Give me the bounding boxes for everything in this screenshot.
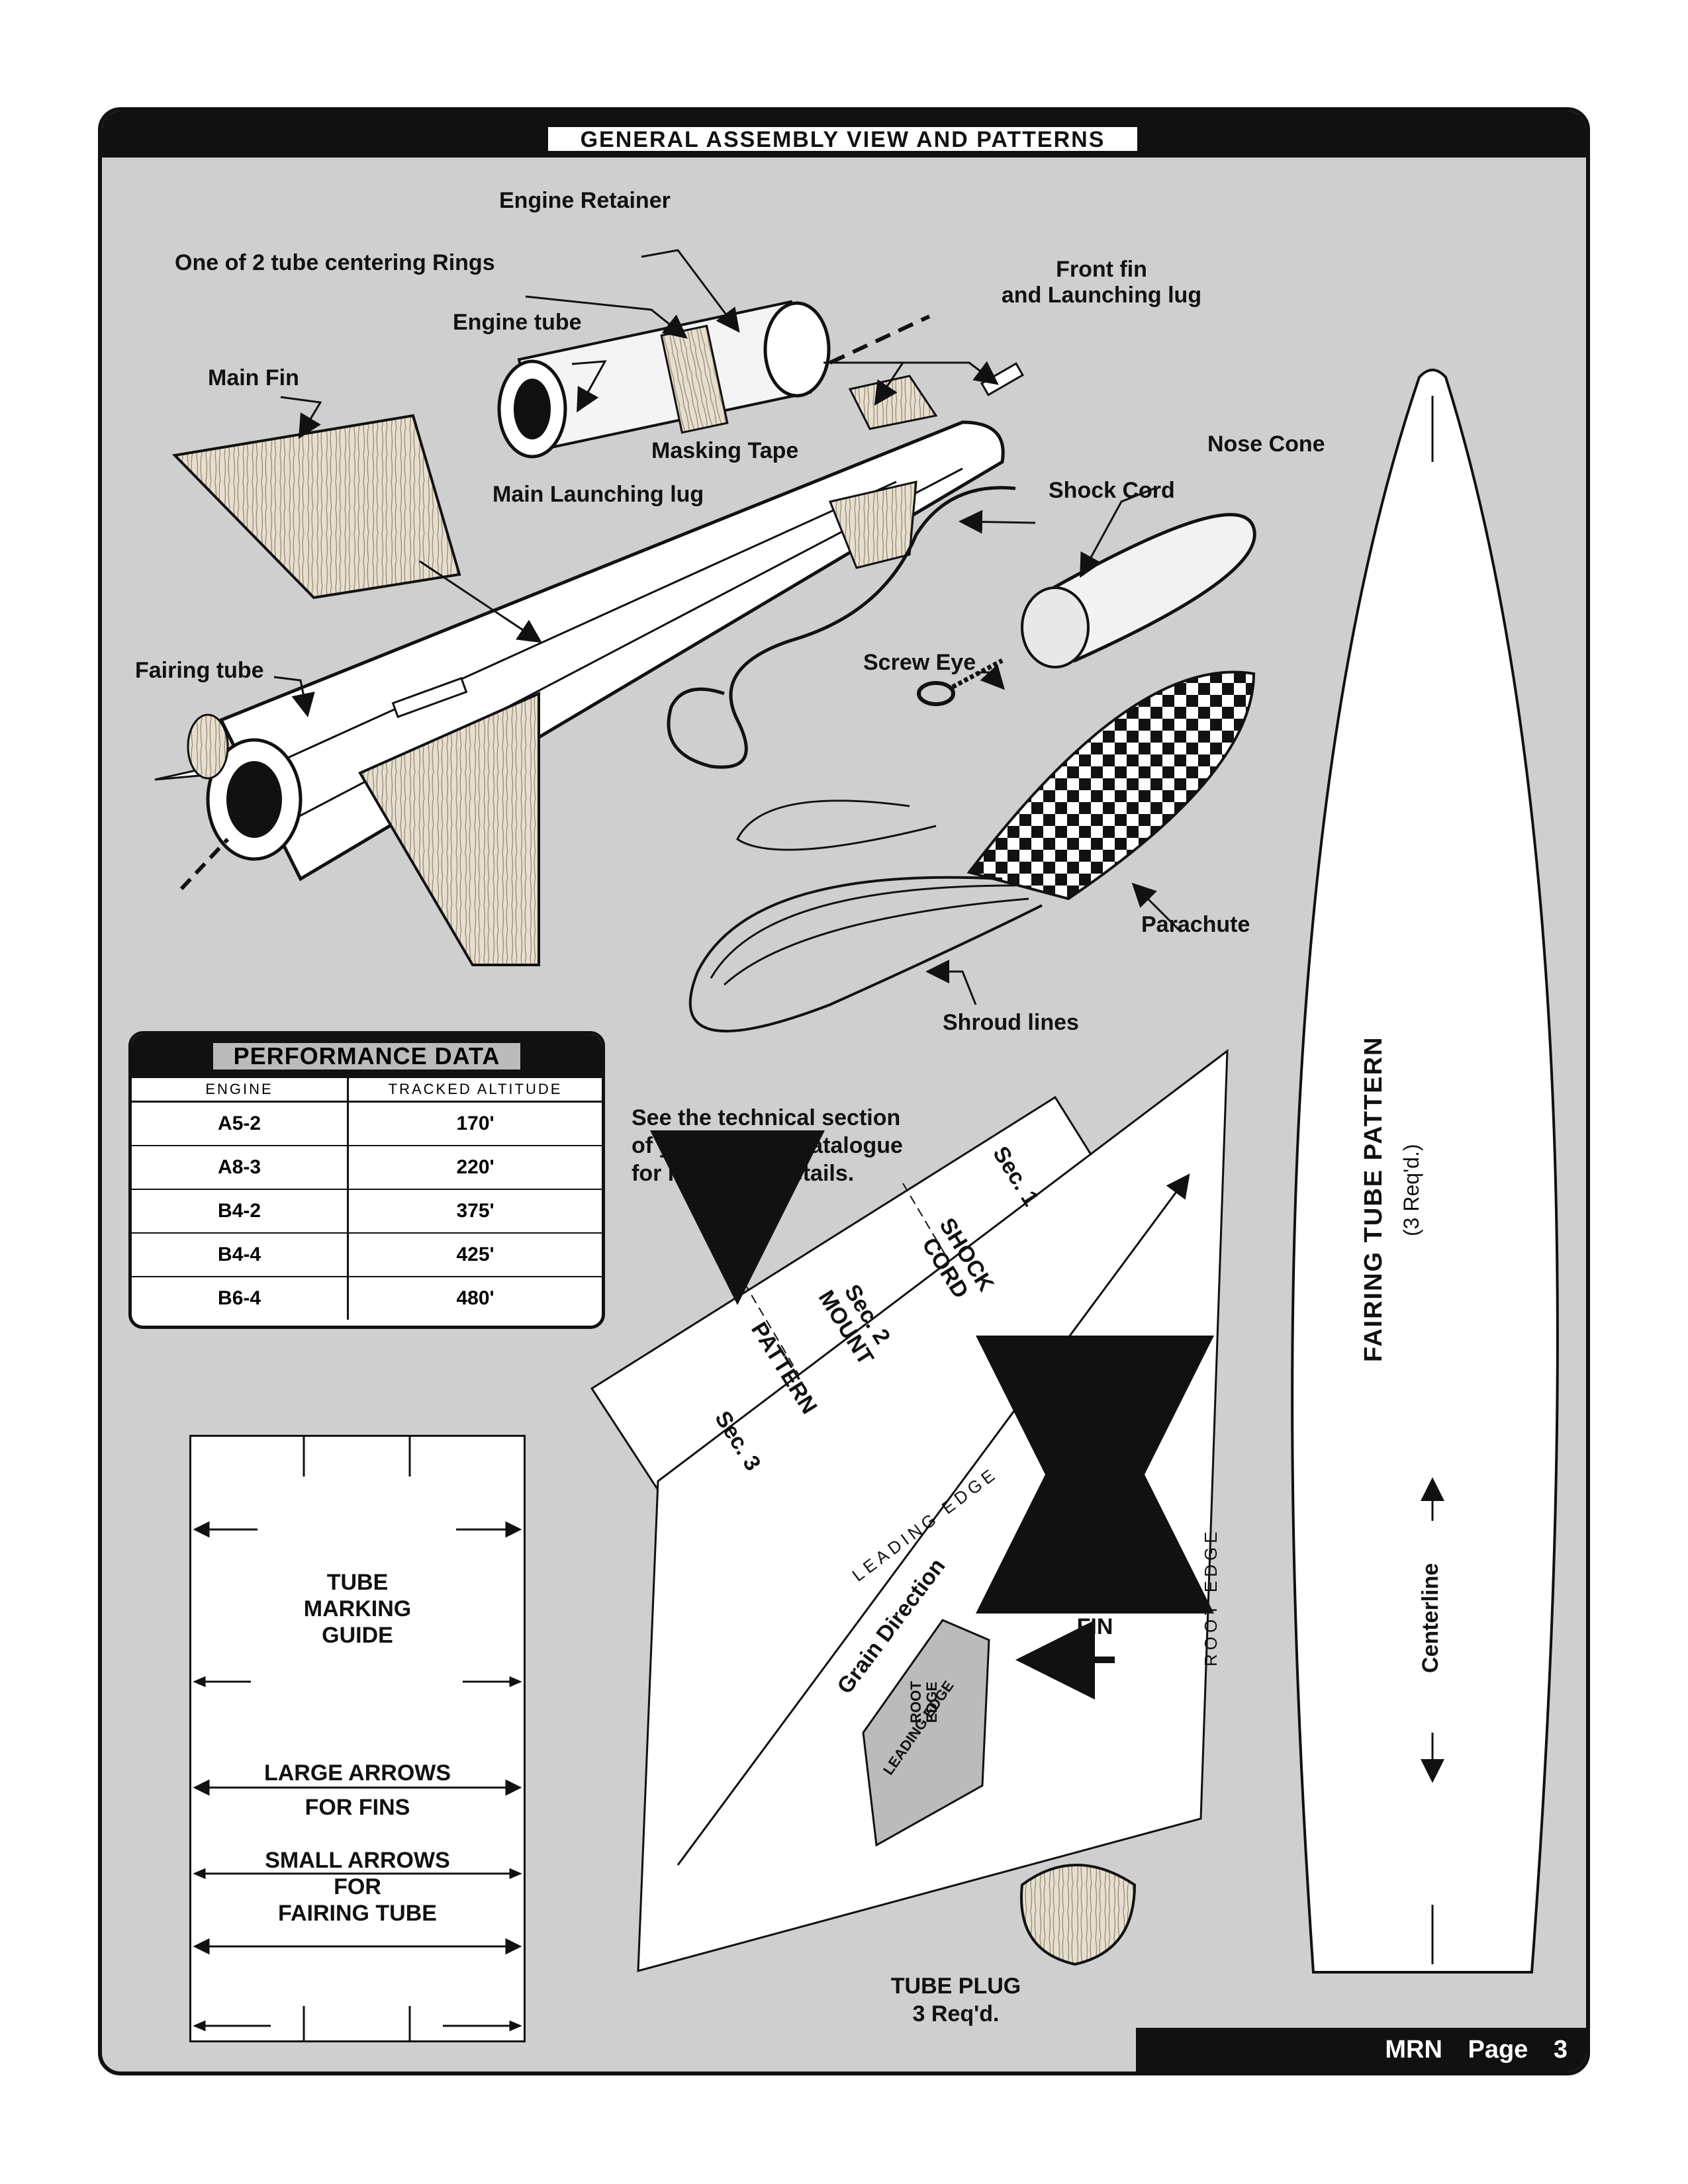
small-fin-root-line1: ROOT xyxy=(907,1681,924,1723)
leader-lines xyxy=(273,249,1182,1005)
performance-data-title: PERFORMANCE DATA xyxy=(211,1041,522,1071)
footer-bar: MRN Page 3 xyxy=(1136,2028,1586,2071)
label-main-launching-lug: Main Launching lug xyxy=(492,482,704,507)
parachute-part xyxy=(688,670,1256,1032)
shock-cord-part xyxy=(667,486,1016,769)
engine-cell: A8-3 xyxy=(132,1145,350,1189)
small-arrows-line1: SMALL ARROWS xyxy=(265,1848,450,1873)
tube-marking-guide: TUBE MARKING GUIDE LARGE ARROWS FOR FINS… xyxy=(189,1435,526,2042)
performance-data-header: PERFORMANCE DATA xyxy=(132,1034,602,1078)
label-engine-retainer: Engine Retainer xyxy=(499,188,671,213)
label-screw-eye: Screw Eye xyxy=(863,650,976,675)
main-fin-pattern xyxy=(637,1048,1229,1972)
for-fins-text: FOR FINS xyxy=(305,1795,410,1820)
fin-req-label: 3 Req'd. xyxy=(1051,1501,1139,1526)
altitude-cell: 375' xyxy=(348,1189,602,1233)
marking-guide-title: TUBE MARKING GUIDE xyxy=(191,1569,524,1649)
small-fin-root-line2: EDGE xyxy=(923,1681,940,1723)
label-fairing-tube: Fairing tube xyxy=(135,658,264,683)
label-centering-rings: One of 2 tube centering Rings xyxy=(175,250,495,275)
altitude-cell: 220' xyxy=(348,1145,602,1189)
main-fin-part xyxy=(171,414,461,600)
label-shroud-lines: Shroud lines xyxy=(943,1010,1079,1035)
marking-guide-line2: MARKING xyxy=(303,1596,412,1621)
footer-page: Page 3 xyxy=(1468,2036,1568,2064)
label-shock-cord: Shock Cord xyxy=(1049,478,1175,503)
marking-guide-arrows xyxy=(193,1437,522,2040)
label-front-fin-line1: Front fin xyxy=(1056,257,1147,282)
label-front-fin: Front fin and Launching lug xyxy=(956,257,1247,308)
column-tracked-altitude: TRACKED ALTITUDE xyxy=(348,1078,602,1103)
altitude-cell: 170' xyxy=(348,1101,602,1146)
altitude-cell: 480' xyxy=(348,1276,602,1320)
fairing-centerline: Centerline xyxy=(1418,1563,1443,1673)
table-row: B6-4 480' xyxy=(132,1276,602,1320)
small-arrows-text: SMALL ARROWS FOR FAIRING TUBE xyxy=(191,1847,524,1927)
label-front-fin-line2: and Launching lug xyxy=(1001,283,1202,308)
page-frame: GENERAL ASSEMBLY VIEW AND PATTERNS xyxy=(98,107,1590,2075)
assembly-illustration xyxy=(154,249,1559,1974)
fin-forward-fin-label: FORWARD FIN xyxy=(1015,1587,1174,1640)
front-fin-part xyxy=(848,375,938,430)
fairing-pattern-title: FAIRING TUBE PATTERN xyxy=(1360,1036,1387,1362)
engine-cell: B4-4 xyxy=(132,1232,350,1277)
tube-plug-part xyxy=(1020,1864,1137,1966)
header-bar: GENERAL ASSEMBLY VIEW AND PATTERNS xyxy=(102,111,1586,158)
mounting-note-line3: for mounting details. xyxy=(632,1161,855,1186)
nose-cone-part xyxy=(1021,513,1256,668)
label-nose-cone: Nose Cone xyxy=(1207,432,1325,457)
mounting-note-line2: of your current catalogue xyxy=(632,1133,903,1158)
small-arrows-line3: FAIRING TUBE xyxy=(278,1901,437,1926)
mounting-note: See the technical section of your curren… xyxy=(632,1104,903,1187)
performance-data-table: PERFORMANCE DATA ENGINE TRACKED ALTITUDE… xyxy=(128,1031,605,1329)
large-arrows-text: LARGE ARROWS xyxy=(263,1760,451,1786)
tube-plug-label: TUBE PLUG 3 Req'd. xyxy=(850,1972,1062,2028)
marking-guide-line1: TUBE xyxy=(326,1570,389,1595)
fairing-tube-pattern xyxy=(1291,369,1559,1974)
altitude-cell: 425' xyxy=(348,1232,602,1277)
fin-forward-line2: FIN xyxy=(1076,1614,1113,1639)
tube-plug-line1: TUBE PLUG xyxy=(890,1974,1021,1999)
tube-plug-line2: 3 Req'd. xyxy=(912,2001,1000,2026)
mounting-note-line1: See the technical section xyxy=(632,1105,901,1130)
small-fin-root-edge: ROOT EDGE xyxy=(908,1681,940,1723)
label-parachute: Parachute xyxy=(1141,912,1250,937)
engine-cell: A5-2 xyxy=(132,1101,350,1146)
rocket-body-part xyxy=(154,314,1005,966)
table-row: A8-3 220' xyxy=(132,1145,602,1189)
engine-cell: B6-4 xyxy=(132,1276,350,1320)
label-engine-tube: Engine tube xyxy=(453,310,582,335)
fin-forward-line1: FORWARD xyxy=(1037,1588,1153,1613)
fin-main-fin-label: MAIN FIN xyxy=(1045,1441,1145,1467)
engine-cell: B4-2 xyxy=(132,1189,350,1233)
column-engine: ENGINE xyxy=(132,1078,350,1103)
table-row: A5-2 170' xyxy=(132,1101,602,1146)
engine-tube-part xyxy=(497,300,831,459)
small-arrows-line2: FOR xyxy=(334,1874,381,1899)
front-lug-part xyxy=(980,362,1025,396)
marking-guide-line3: GUIDE xyxy=(322,1623,393,1648)
fairing-pattern-req: (3 Req'd.) xyxy=(1399,1144,1423,1237)
label-masking-tape: Masking Tape xyxy=(651,438,799,463)
label-main-fin: Main Fin xyxy=(208,365,299,390)
footer-model: MRN xyxy=(1385,2036,1442,2064)
page-title: GENERAL ASSEMBLY VIEW AND PATTERNS xyxy=(545,124,1140,154)
table-row: B4-2 375' xyxy=(132,1189,602,1233)
table-row: B4-4 425' xyxy=(132,1232,602,1277)
fin-root-edge: ROOT EDGE xyxy=(1201,1527,1221,1666)
